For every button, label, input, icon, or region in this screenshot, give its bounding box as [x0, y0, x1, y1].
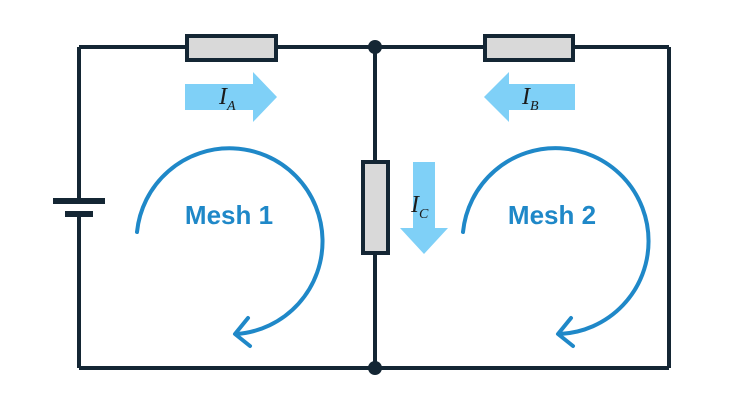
- resistor-middle: [361, 160, 390, 255]
- mesh-2-arrowhead: [556, 316, 575, 348]
- current-c-arrow: [400, 162, 448, 254]
- current-b-arrow: [484, 72, 575, 122]
- mesh-2-label: Mesh 2: [508, 200, 596, 230]
- current-a-label: IA: [218, 84, 236, 114]
- current-a-arrow: [185, 72, 277, 122]
- mesh-1-label: Mesh 1: [185, 200, 273, 230]
- current-b-label: IB: [521, 84, 539, 114]
- resistor-top-right: [483, 34, 575, 62]
- battery: [53, 198, 105, 217]
- mesh-1-arrowhead: [233, 316, 252, 348]
- junction-bottom: [368, 361, 382, 375]
- mesh-2-arc: [461, 146, 651, 336]
- resistor-top-left: [185, 34, 278, 62]
- junction-top: [368, 40, 382, 54]
- current-c-label: IC: [410, 192, 429, 222]
- mesh-1-arc: [135, 146, 325, 336]
- mesh-2-circulation: [461, 146, 651, 348]
- mesh-1-circulation: [135, 146, 325, 348]
